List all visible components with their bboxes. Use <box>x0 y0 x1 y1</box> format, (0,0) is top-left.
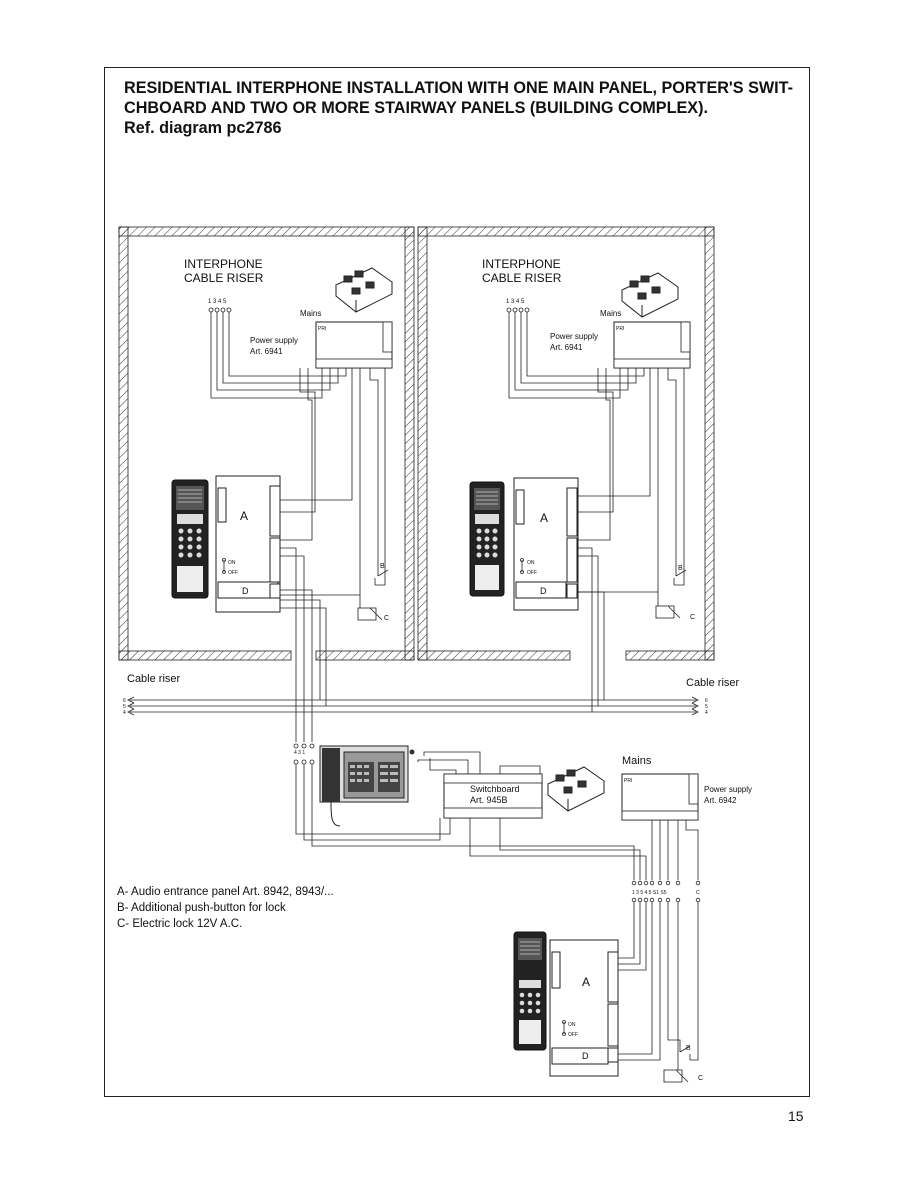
riser-label-right-2: CABLE RISER <box>482 271 562 285</box>
art-6941-right: Art. 6941 <box>550 343 583 352</box>
bottom-electric-lock-c <box>663 1062 689 1083</box>
right-b-label: B <box>678 565 683 572</box>
right-entrance-panel-image <box>469 481 505 597</box>
mains-label-right: Mains <box>600 309 621 318</box>
bottom-panel-a-label: A <box>582 975 590 989</box>
page-number: 15 <box>788 1108 804 1124</box>
title-line-2: CHBOARD AND TWO OR MORE STAIRWAY PANELS … <box>124 99 708 117</box>
legend-c: C- Electric lock 12V A.C. <box>117 918 243 930</box>
left-panel-d-label: D <box>242 586 249 596</box>
legend-a: A- Audio entrance panel Art. 8942, 8943/… <box>117 886 334 898</box>
power-supply-label-bottom: Power supply <box>704 785 752 794</box>
left-panel-off-label: OFF <box>228 570 238 576</box>
left-push-button-b <box>374 569 389 585</box>
bottom-terminals-label: 1 3 5 4 5 S1 S5 <box>632 890 667 896</box>
left-psu-wiring <box>210 312 386 596</box>
left-entrance-panel-image <box>171 479 209 599</box>
left-on-off-switch-icon <box>222 558 226 574</box>
right-panel-off-label: OFF <box>527 570 537 576</box>
right-c-label: C <box>690 614 695 621</box>
left-power-supply: PRI <box>315 321 393 369</box>
bottom-push-button-b <box>679 1045 691 1060</box>
right-panel-on-label: ON <box>527 560 535 566</box>
bottom-c-label: C <box>696 890 700 896</box>
left-bus-drops <box>280 547 327 742</box>
riser-terminals-right: 1 3 4 5 <box>506 299 525 305</box>
switch-terminals-label: 4 3 1 <box>294 750 305 756</box>
page-title: RESIDENTIAL INTERPHONE INSTALLATION WITH… <box>124 78 804 138</box>
cable-riser-label-right: Cable riser <box>686 677 740 689</box>
left-c-label: C <box>384 615 389 622</box>
power-supply-label-left: Power supply <box>250 336 298 345</box>
bottom-panel-off-label: OFF <box>568 1032 578 1038</box>
right-power-supply: PRI <box>613 321 691 369</box>
bottom-transformer-icon <box>547 766 605 812</box>
switchboard-label: Switchboard <box>470 784 520 794</box>
art-6941-left: Art. 6941 <box>250 347 283 356</box>
right-riser-terminal-symbols <box>506 307 530 313</box>
bottom-entrance-panel-image <box>513 931 547 1051</box>
left-panel-on-label: ON <box>228 560 236 566</box>
left-building-walls <box>118 226 415 661</box>
bottom-psu-wiring <box>651 820 699 880</box>
bus-label-right-4: 4 <box>705 710 708 716</box>
right-electric-lock-c <box>655 592 681 619</box>
bottom-on-off-switch-icon <box>562 1020 566 1036</box>
right-on-off-switch-icon <box>520 558 524 574</box>
left-riser-terminal-symbols <box>208 307 232 313</box>
right-panel-a-label: A <box>540 511 548 525</box>
switchboard-terminal-block <box>443 773 543 819</box>
riser-label-left-2: CABLE RISER <box>184 271 264 285</box>
mains-label-bottom: Mains <box>622 755 652 767</box>
title-line-1: RESIDENTIAL INTERPHONE INSTALLATION WITH… <box>124 79 794 97</box>
bottom-power-supply: PRI <box>621 773 699 821</box>
riser-terminals-left: 1 3 4 5 <box>208 299 227 305</box>
right-bus-drops <box>578 547 605 712</box>
right-panel-d-label: D <box>540 586 547 596</box>
bottom-c-label-lock: C <box>698 1075 703 1082</box>
bottom-terminal-symbols <box>631 880 701 903</box>
right-psu-wiring <box>508 312 685 593</box>
left-b-label: B <box>380 563 385 570</box>
mains-label-left: Mains <box>300 309 321 318</box>
page-frame <box>104 67 810 1097</box>
power-supply-label-right: Power supply <box>550 332 598 341</box>
right-push-button-b <box>673 569 687 585</box>
right-psu-pri: PRI <box>616 326 624 332</box>
title-line-3: Ref. diagram pc2786 <box>124 119 282 137</box>
art-6942-label: Art. 6942 <box>704 796 737 805</box>
porter-switchboard-telephone-image <box>319 745 415 827</box>
right-transformer-icon <box>621 272 679 318</box>
legend-b: B- Additional push-button for lock <box>117 902 286 914</box>
left-panel-a-label: A <box>240 509 248 523</box>
left-electric-lock-c <box>357 595 383 621</box>
riser-label-right-1: INTERPHONE <box>482 257 561 271</box>
left-panel-a-box <box>215 475 281 613</box>
bus-label-left-5: 5 <box>123 704 126 710</box>
bottom-psu-pri: PRI <box>624 778 632 784</box>
switchboard-wiring <box>295 751 647 880</box>
bottom-panel-a-box <box>549 939 619 1077</box>
cable-riser-label-left: Cable riser <box>127 673 181 685</box>
bottom-panel-wiring <box>618 902 699 1062</box>
bus-label-right-5: 5 <box>705 704 708 710</box>
bus-label-left-6: 6 <box>123 698 126 704</box>
bottom-panel-on-label: ON <box>568 1022 576 1028</box>
right-building-walls <box>417 226 715 661</box>
bottom-panel-d-label: D <box>582 1051 589 1061</box>
legend: A- Audio entrance panel Art. 8942, 8943/… <box>117 884 334 932</box>
left-psu-pri: PRI <box>318 326 326 332</box>
bus-label-left-4: 4 <box>123 710 126 716</box>
bus-label-right-6: 6 <box>705 698 708 704</box>
bottom-b-label: B <box>686 1045 691 1052</box>
left-transformer-icon <box>335 267 393 313</box>
cable-riser-bus <box>127 696 699 716</box>
riser-label-left-1: INTERPHONE <box>184 257 263 271</box>
right-panel-a-box <box>513 477 579 611</box>
art-945b-label: Art. 945B <box>470 795 508 805</box>
